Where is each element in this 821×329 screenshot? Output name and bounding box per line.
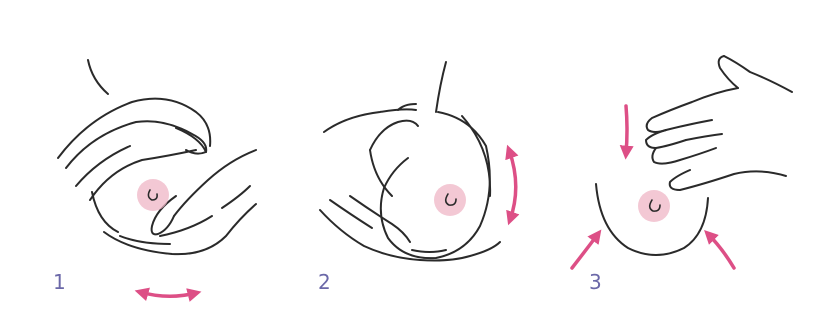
step1-panel (58, 60, 256, 254)
step2-panel (320, 62, 500, 261)
step2-torso-line (436, 62, 446, 112)
step3-arrow-left-inward-icon (572, 234, 598, 268)
step1-double-arrow-horizontal-icon (140, 292, 196, 296)
step2-side-line (462, 116, 490, 196)
step1-upper-hand (58, 99, 210, 200)
step2-breast-outline (381, 112, 490, 258)
step2-number: 2 (318, 272, 331, 292)
step1-number: 1 (53, 272, 66, 292)
step2-upper-hand (324, 104, 418, 196)
step3-areola (638, 190, 670, 222)
step2-double-arrow-vertical-icon (509, 150, 516, 220)
step2-lower-hand (320, 196, 500, 261)
step1-breast-outline (88, 60, 118, 232)
step1-areola (137, 179, 169, 211)
step2-areola (434, 184, 466, 216)
step3-hand (646, 56, 792, 190)
step3-arrow-right-inward-icon (708, 234, 734, 268)
step3-arrow-down-icon (626, 106, 627, 154)
step3-number: 3 (589, 272, 602, 292)
